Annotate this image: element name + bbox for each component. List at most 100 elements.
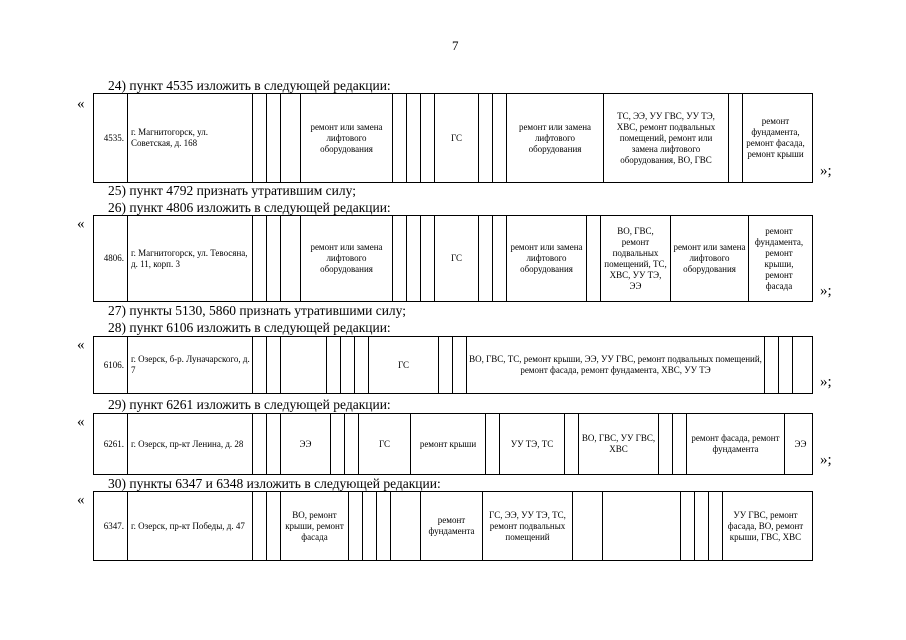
empty-cell bbox=[407, 216, 421, 301]
empty-cell bbox=[393, 216, 407, 301]
item-heading-29: 29) пункт 6261 изложить в следующей реда… bbox=[108, 397, 391, 412]
work-cell: ГС bbox=[435, 94, 479, 182]
empty-cell bbox=[345, 414, 359, 474]
empty-cell bbox=[765, 337, 779, 393]
empty-cell bbox=[253, 492, 267, 560]
open-quote: « bbox=[77, 337, 85, 353]
empty-cell bbox=[493, 216, 507, 301]
work-cell: ремонт фундамента bbox=[421, 492, 483, 560]
close-quote: »; bbox=[820, 163, 832, 179]
empty-cell bbox=[709, 492, 723, 560]
work-cell: ВО, ГВС, ремонт подвальных помещений, ТС… bbox=[601, 216, 671, 301]
work-cell: ремонт фундамента, ремонт крыши, ремонт … bbox=[754, 225, 804, 291]
item-heading-28: 28) пункт 6106 изложить в следующей реда… bbox=[108, 320, 391, 335]
open-quote: « bbox=[77, 492, 85, 508]
work-cell: ремонт или замена лифтового оборудования bbox=[301, 216, 393, 301]
empty-cell bbox=[253, 94, 267, 182]
work-cell: ремонт фундамента, ремонт фасада, ремонт… bbox=[746, 116, 805, 159]
close-quote: »; bbox=[820, 452, 832, 468]
empty-cell bbox=[695, 492, 709, 560]
empty-cell bbox=[281, 337, 327, 393]
work-cell: ГС bbox=[435, 216, 479, 301]
empty-cell bbox=[479, 216, 493, 301]
empty-cell bbox=[486, 414, 500, 474]
empty-cell bbox=[281, 94, 301, 182]
row-address: г. Магнитогорск, ул. Советская, д. 168 bbox=[128, 94, 253, 182]
work-cell: ТС, ЭЭ, УУ ГВС, УУ ТЭ, ХВС, ремонт подва… bbox=[604, 94, 729, 182]
item-heading-27: 27) пункты 5130, 5860 признать утративши… bbox=[108, 303, 406, 318]
empty-cell bbox=[673, 414, 687, 474]
close-quote: »; bbox=[820, 374, 832, 390]
table-row-6106: 6106. г. Озерск, б-р. Луначарского, д. 7… bbox=[93, 336, 813, 394]
empty-cell bbox=[587, 216, 601, 301]
row-number: 6347. bbox=[94, 492, 128, 560]
empty-cell bbox=[729, 94, 743, 182]
empty-cell bbox=[363, 492, 377, 560]
table-row-4535: 4535. г. Магнитогорск, ул. Советская, д.… bbox=[93, 93, 813, 183]
empty-cell bbox=[355, 337, 369, 393]
open-quote: « bbox=[77, 216, 85, 232]
empty-cell bbox=[267, 94, 281, 182]
empty-cell bbox=[341, 337, 355, 393]
work-cell: ГС bbox=[359, 414, 411, 474]
empty-cell bbox=[267, 492, 281, 560]
empty-cell bbox=[421, 94, 435, 182]
work-cell: ГС, ЭЭ, УУ ТЭ, ТС, ремонт подвальных пом… bbox=[483, 492, 573, 560]
row-address: г. Озерск, б-р. Луначарского, д. 7 bbox=[128, 337, 253, 393]
empty-cell bbox=[453, 337, 467, 393]
empty-cell bbox=[267, 414, 281, 474]
empty-cell bbox=[391, 492, 421, 560]
item-heading-24: 24) пункт 4535 изложить в следующей реда… bbox=[108, 78, 391, 93]
row-number: 6261. bbox=[94, 414, 128, 474]
table-row-4806: 4806. г. Магнитогорск, ул. Тевосяна, д. … bbox=[93, 215, 813, 302]
empty-cell bbox=[253, 414, 267, 474]
empty-cell bbox=[659, 414, 673, 474]
work-cell: ремонт или замена лифтового оборудования bbox=[671, 216, 749, 301]
open-quote: « bbox=[77, 414, 85, 430]
work-cell: ВО, ГВС, УУ ГВС, ХВС bbox=[579, 414, 659, 474]
work-cell: ремонт или замена лифтового оборудования bbox=[301, 94, 393, 182]
row-address: г. Озерск, пр-кт Победы, д. 47 bbox=[128, 492, 253, 560]
empty-cell bbox=[267, 216, 281, 301]
work-cell: ремонт крыши bbox=[411, 414, 486, 474]
empty-cell bbox=[793, 337, 823, 393]
work-cell: ЭЭ bbox=[794, 438, 807, 449]
close-quote: »; bbox=[820, 283, 832, 299]
work-cell: ремонт фасада, ремонт фундамента bbox=[687, 414, 785, 474]
empty-cell bbox=[779, 337, 793, 393]
empty-cell bbox=[349, 492, 363, 560]
table-row-6261: 6261. г. Озерск, пр-кт Ленина, д. 28 ЭЭ … bbox=[93, 413, 813, 475]
empty-cell bbox=[253, 337, 267, 393]
work-cell: ВО, ГВС, ТС, ремонт крыши, ЭЭ, УУ ГВС, р… bbox=[467, 337, 765, 393]
empty-cell bbox=[331, 414, 345, 474]
empty-cell bbox=[573, 492, 603, 560]
item-heading-26: 26) пункт 4806 изложить в следующей реда… bbox=[108, 200, 391, 215]
work-cell: ВО, ремонт крыши, ремонт фасада bbox=[281, 492, 349, 560]
row-address: г. Магнитогорск, ул. Тевосяна, д. 11, ко… bbox=[128, 216, 253, 301]
table-row-6347: 6347. г. Озерск, пр-кт Победы, д. 47 ВО,… bbox=[93, 491, 813, 561]
work-cell: ремонт или замена лифтового оборудования bbox=[507, 94, 604, 182]
empty-cell bbox=[253, 216, 267, 301]
row-address: г. Озерск, пр-кт Ленина, д. 28 bbox=[128, 414, 253, 474]
empty-cell bbox=[267, 337, 281, 393]
work-cell: ГС bbox=[369, 337, 439, 393]
item-heading-25: 25) пункт 4792 признать утратившим силу; bbox=[108, 183, 356, 198]
row-number: 6106. bbox=[94, 337, 128, 393]
page-number: 7 bbox=[452, 38, 459, 53]
empty-cell bbox=[479, 94, 493, 182]
empty-cell bbox=[281, 216, 301, 301]
empty-cell bbox=[421, 216, 435, 301]
work-cell: УУ ТЭ, ТС bbox=[500, 414, 565, 474]
row-number: 4535. bbox=[94, 94, 128, 182]
work-cell: УУ ГВС, ремонт фасада, ВО, ремонт крыши,… bbox=[727, 509, 804, 542]
empty-cell bbox=[377, 492, 391, 560]
empty-cell bbox=[407, 94, 421, 182]
item-heading-30: 30) пункты 6347 и 6348 изложить в следую… bbox=[108, 476, 441, 491]
open-quote: « bbox=[77, 96, 85, 112]
empty-cell bbox=[439, 337, 453, 393]
work-cell: ремонт или замена лифтового оборудования bbox=[507, 216, 587, 301]
row-number: 4806. bbox=[94, 216, 128, 301]
empty-cell bbox=[565, 414, 579, 474]
empty-cell bbox=[393, 94, 407, 182]
empty-cell bbox=[681, 492, 695, 560]
